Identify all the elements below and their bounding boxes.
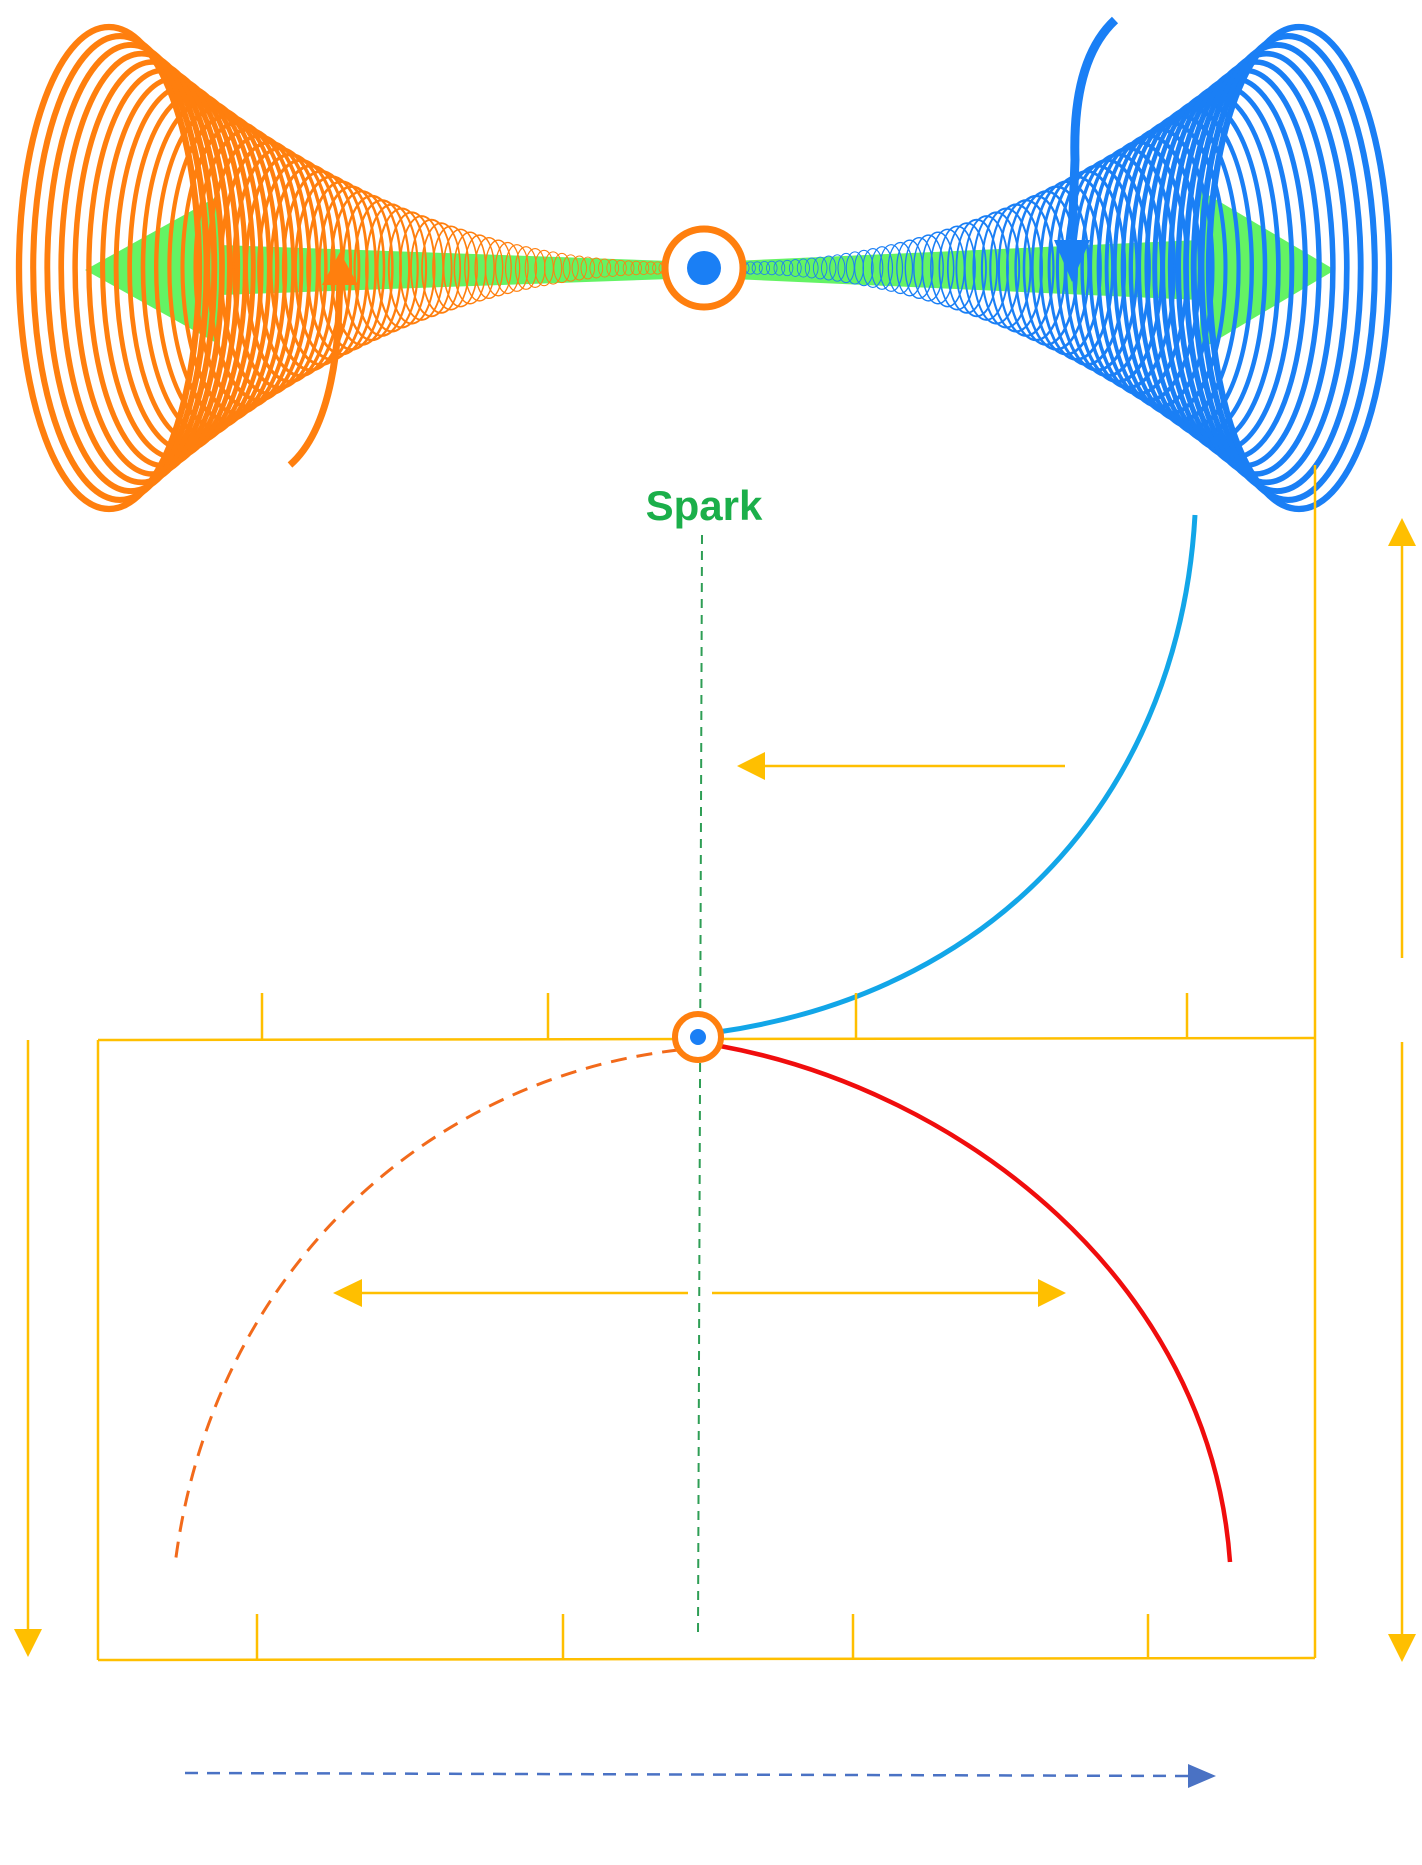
spark-label: Spark: [646, 482, 763, 529]
yellow-down-arrow-left: [14, 1040, 42, 1657]
orange-coil-loop: [534, 249, 554, 287]
red-arc: [719, 1043, 1233, 1563]
blue-coil-loop: [1190, 41, 1364, 495]
orange-coil-loop: [58, 50, 225, 486]
top-spark-node: [661, 225, 747, 311]
orange-coil-loop: [30, 33, 210, 503]
blue-coil-loop: [796, 258, 810, 278]
blue-coil-loop: [804, 257, 819, 279]
orange-coil-loop: [580, 256, 596, 280]
orange-coil-loop: [421, 222, 462, 314]
orange-coil-loop: [571, 255, 587, 281]
blue-coil: [733, 23, 1393, 513]
orange-coil-loop: [645, 261, 657, 275]
blue-coil-loop: [921, 231, 955, 305]
yellow-left-arrow-lower: [333, 1279, 688, 1307]
orange-coil-loop: [614, 259, 627, 277]
blue-coil-loop: [1198, 33, 1378, 503]
blue-curve: [717, 514, 1198, 1035]
blue-coil-loop: [773, 260, 786, 276]
blue-coil-loop: [788, 259, 802, 277]
yellow-left-arrow-upper: [737, 752, 1065, 780]
orange-coil-loop: [464, 234, 495, 302]
blue-coil-loop: [812, 256, 828, 280]
yellow-down-arrow-right: [1388, 1042, 1416, 1662]
orange-coil-loop: [562, 254, 579, 282]
blue-coil-loop: [766, 260, 778, 276]
blue-coil-loop: [879, 244, 904, 292]
blue-coil-loop: [955, 218, 998, 318]
orange-coil-loop: [637, 261, 650, 275]
orange-coil-loop: [15, 23, 203, 513]
orange-coil-loop: [630, 260, 642, 276]
blue-coil-loop: [1205, 23, 1393, 513]
blue-coil-loop: [1183, 50, 1350, 486]
blue-coil-loop: [751, 261, 763, 275]
orange-coil-loop: [514, 246, 538, 290]
bottom-dashed-arrow: [184, 1764, 1216, 1788]
orange-coil-loop: [474, 237, 504, 299]
orange-coil-loop: [524, 248, 546, 288]
blue-coil-loop: [913, 234, 944, 302]
blue-coil-loop: [829, 254, 846, 282]
blue-coil-loop: [870, 246, 894, 290]
orange-coil-loop: [453, 231, 487, 305]
orange-coil-loop: [598, 258, 612, 278]
orange-coil-loop: [589, 257, 604, 279]
blue-coil-loop: [854, 249, 874, 287]
frame-box: [96, 1038, 1317, 1662]
orange-coil-loop: [622, 260, 635, 276]
orange-coil-loop: [432, 225, 470, 311]
orange-coil-loop: [494, 241, 521, 295]
blue-coil-loop: [946, 222, 987, 314]
blue-coil-loop: [781, 259, 794, 277]
orange-coil-loop: [44, 41, 218, 495]
orange-coil-loop: [410, 218, 453, 318]
blue-coil-loop: [862, 248, 884, 288]
yellow-up-arrow-right: [1388, 518, 1416, 958]
blue-rotation-arrow: [1054, 16, 1119, 282]
orange-coil: [15, 23, 675, 513]
blue-coil-loop: [938, 225, 976, 311]
blue-coil-loop: [758, 261, 771, 275]
dashed-orange-arc: [173, 1048, 679, 1566]
lower-spark-node: [672, 1011, 724, 1063]
yellow-right-arrow-lower: [712, 1279, 1066, 1307]
blue-coil-loop: [904, 237, 934, 299]
blue-coil-loop: [887, 241, 914, 295]
orange-coil-loop: [606, 259, 620, 277]
spark-vertical-line: [697, 534, 703, 1636]
blue-coil-loop: [821, 255, 837, 281]
orange-rotation-arrow: [287, 252, 358, 468]
orange-coil-loop: [504, 244, 529, 292]
